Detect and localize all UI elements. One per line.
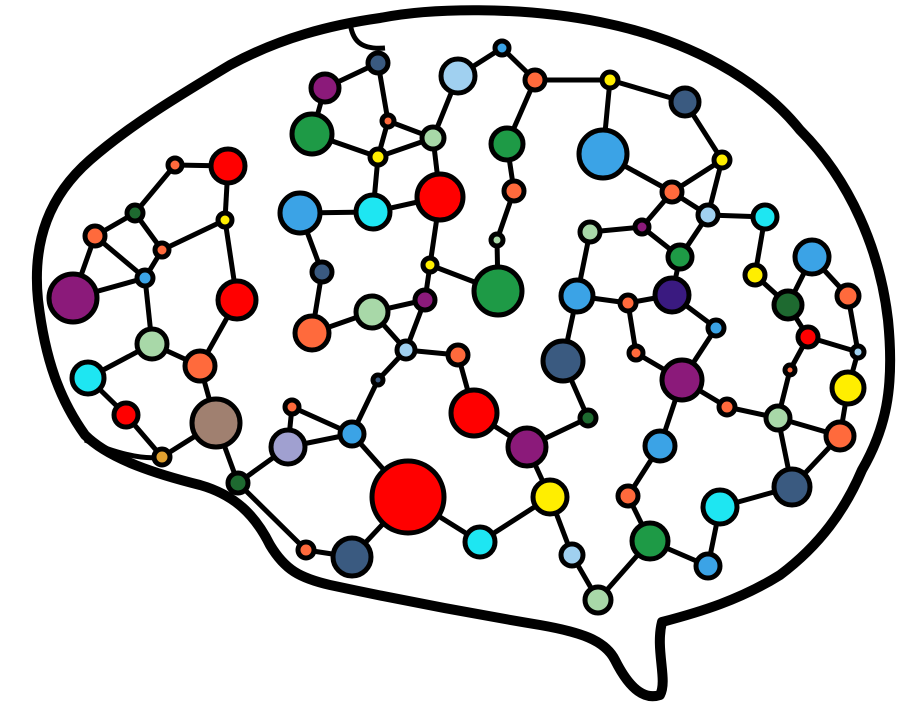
network-node-purple (46, 271, 100, 325)
network-node-yellow (829, 369, 867, 407)
network-node-red (208, 146, 248, 186)
network-node-purple (632, 217, 652, 237)
network-node-red (215, 278, 259, 322)
network-node-navy (540, 338, 586, 384)
network-node-green (289, 111, 335, 157)
network-node-red (369, 458, 447, 536)
network-node-dark-green (124, 202, 146, 224)
network-node-orange (152, 240, 172, 260)
network-node-cyan (750, 202, 780, 232)
network-node-blue (277, 190, 323, 236)
network-node-orange (782, 362, 798, 378)
network-node-blue (337, 419, 367, 449)
network-node-dark-purple (652, 275, 692, 315)
network-node-blue (558, 277, 596, 315)
network-node-navy (309, 259, 335, 285)
network-node-orange (82, 223, 108, 249)
network-node-red (414, 171, 466, 223)
network-node-yellow (742, 262, 768, 288)
network-node-purple (412, 287, 438, 313)
network-node-green (471, 264, 525, 318)
network-node-light-blue (438, 56, 478, 96)
network-node-orange (626, 343, 646, 363)
network-node-orange (834, 282, 862, 310)
network-node-green (629, 520, 671, 562)
network-node-red (448, 387, 500, 439)
network-node-blue (492, 38, 512, 58)
network-node-orange (716, 396, 738, 418)
network-node-orange (617, 292, 639, 314)
network-node-navy (365, 50, 391, 76)
network-node-light-green (577, 219, 603, 245)
network-node-yellow (215, 210, 235, 230)
network-node-orange (659, 179, 685, 205)
network-node-green (488, 125, 526, 163)
network-node-blue (693, 551, 723, 581)
network-node-navy (668, 85, 702, 119)
network-node-brown (189, 396, 243, 450)
network-node-yellow (599, 69, 621, 91)
network-node-purple (659, 357, 705, 403)
network-node-yellow (367, 146, 389, 168)
network-node-orange (615, 483, 641, 509)
network-node-cyan (353, 192, 393, 232)
network-node-orange (501, 178, 527, 204)
network-node-green (665, 242, 695, 272)
network-node-gold (151, 446, 173, 468)
network-node-orange (165, 155, 185, 175)
network-node-dark-green (771, 288, 805, 322)
network-node-light-green (763, 403, 793, 433)
network-node-light-green (582, 584, 614, 616)
network-node-orange (295, 539, 317, 561)
network-node-orange (379, 112, 397, 130)
network-node-orange (292, 313, 332, 353)
network-node-orange (282, 397, 302, 417)
network-node-cyan (462, 524, 498, 560)
network-nodes (46, 38, 867, 616)
brain-outline (31, 5, 896, 702)
network-node-orange (823, 419, 857, 453)
network-node-cyan (69, 359, 107, 397)
network-node-yellow (530, 477, 570, 517)
network-node-light-blue (695, 202, 721, 228)
network-node-blue (705, 317, 727, 339)
network-node-blue (134, 267, 156, 289)
network-node-blue (576, 127, 630, 181)
network-edges (70, 45, 861, 602)
brain-fold-line (347, 21, 386, 51)
network-node-navy (771, 466, 813, 508)
network-node-light-blue (849, 343, 867, 361)
network-node-dark-green (225, 470, 251, 496)
network-node-navy (370, 372, 386, 388)
network-node-dark-green (577, 407, 599, 429)
network-node-blue (792, 237, 832, 277)
network-node-orange (445, 342, 471, 368)
network-node-light-green (353, 293, 391, 331)
network-node-lavender (268, 427, 308, 467)
network-node-light-green (419, 124, 447, 152)
network-node-navy (330, 535, 374, 579)
network-node-red (795, 324, 821, 350)
network-edge (236, 481, 308, 552)
network-node-light-green (134, 326, 170, 362)
network-node-yellow (420, 255, 440, 275)
network-node-orange (522, 67, 548, 93)
network-node-red (111, 400, 141, 430)
network-node-cyan (700, 487, 740, 527)
network-node-light-green (488, 231, 506, 249)
network-edge (160, 217, 227, 253)
network-node-light-blue (394, 338, 418, 362)
network-node-purple (505, 425, 549, 469)
network-node-light-blue (558, 541, 586, 569)
network-node-purple (308, 71, 342, 105)
network-node-yellow (711, 149, 733, 171)
network-node-orange (182, 348, 218, 384)
network-node-blue (642, 428, 678, 464)
